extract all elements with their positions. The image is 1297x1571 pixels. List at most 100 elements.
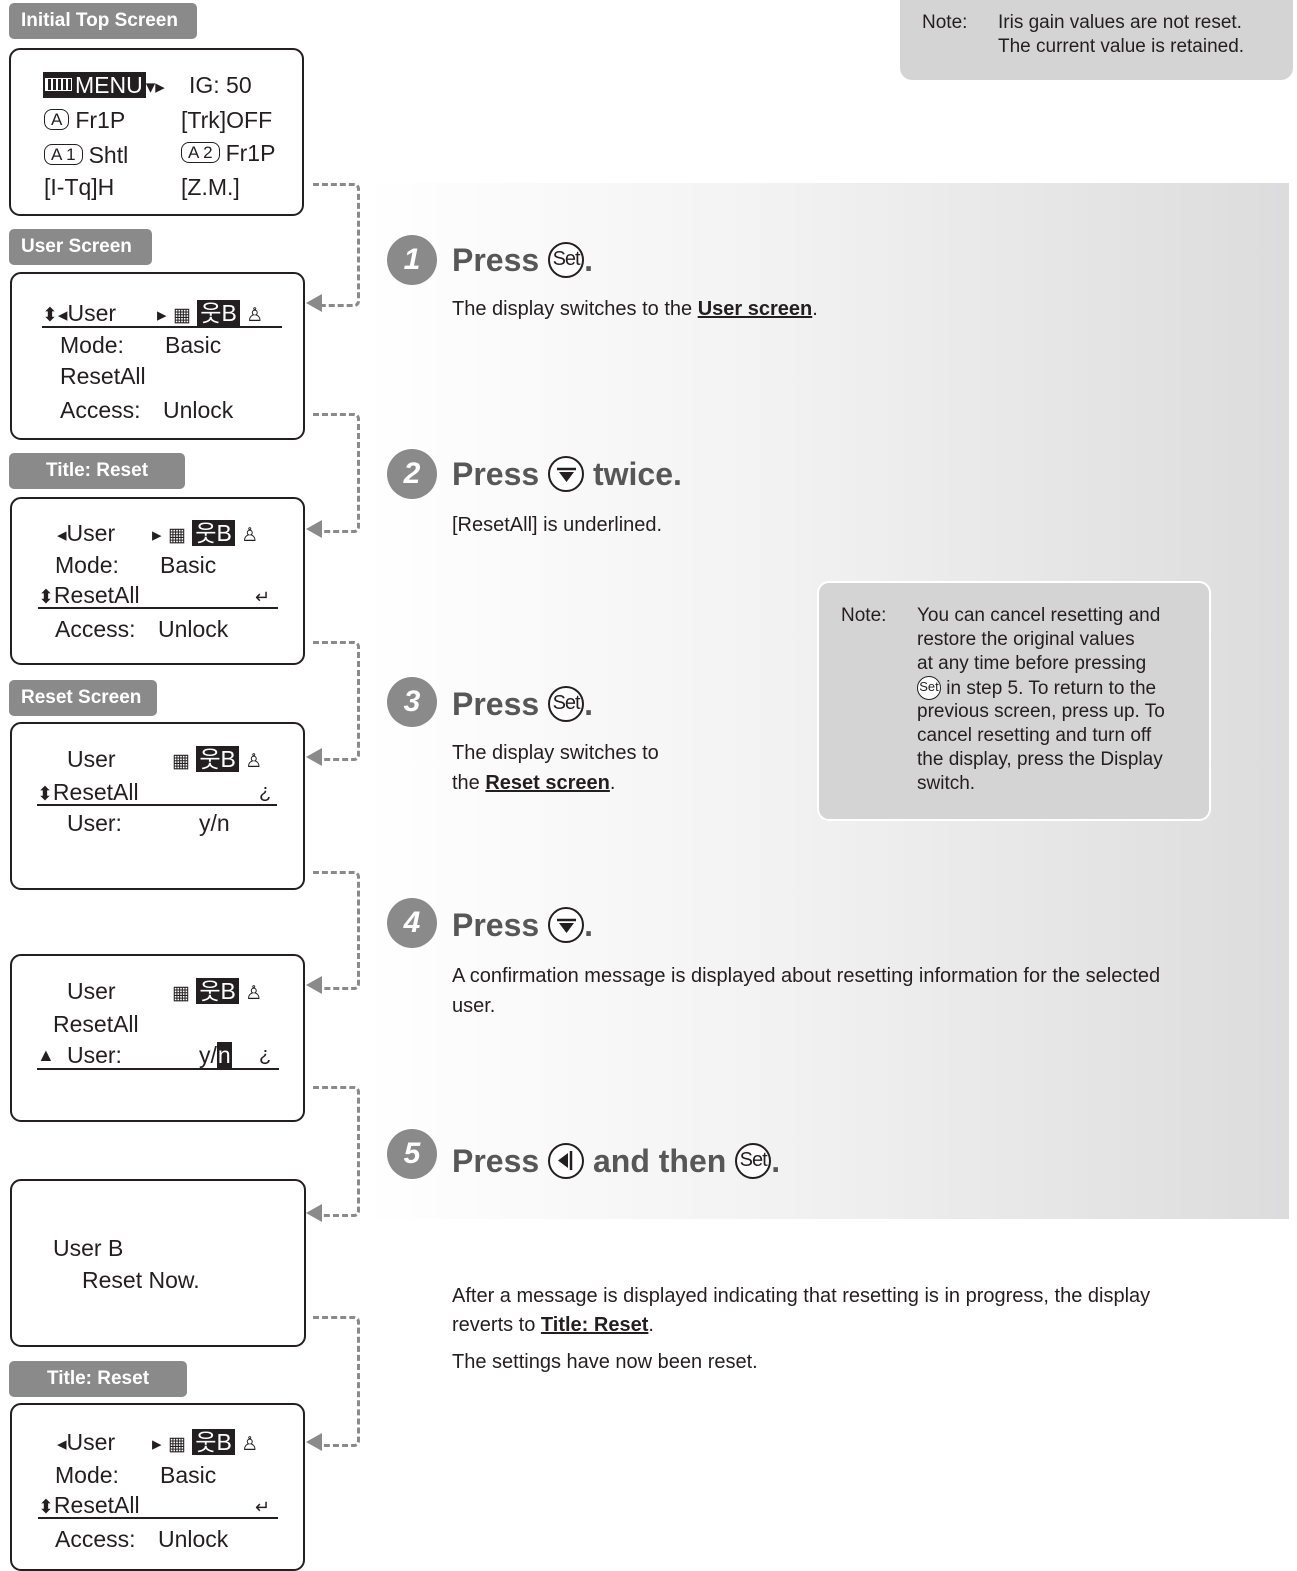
title-reset-link: Title: Reset bbox=[540, 1314, 649, 1336]
user-icon: ♙ bbox=[245, 983, 263, 1004]
after-description: After a message is displayed indicating … bbox=[452, 1285, 1151, 1307]
step-description-1: The display switches to the User screen. bbox=[452, 298, 818, 320]
message-line: User B bbox=[53, 1235, 124, 1261]
note-line: Set in step 5. To return to the bbox=[917, 676, 1156, 701]
user-icons: ▦ 웃B ♙ bbox=[172, 978, 262, 1007]
down-button-icon bbox=[548, 455, 585, 492]
mode-value: Basic bbox=[160, 552, 217, 578]
arrow-left-icon: ◂ bbox=[57, 525, 67, 546]
step-description-4: A confirmation message is displayed abou… bbox=[452, 965, 1161, 987]
arrow-right-icon: ▸ bbox=[152, 1434, 162, 1455]
underline bbox=[38, 607, 278, 609]
underline bbox=[37, 1068, 279, 1070]
user-icon: ♙ bbox=[246, 305, 264, 326]
note-iris-gain: Note: Iris gain values are not reset. Th… bbox=[900, 0, 1293, 80]
step-number-5: 5 bbox=[387, 1129, 437, 1179]
user-label: User: bbox=[67, 1042, 122, 1068]
step-number-4: 4 bbox=[387, 898, 437, 948]
tracking-value: [Trk]OFF bbox=[181, 107, 273, 133]
resetall-item: ResetAll bbox=[60, 363, 146, 389]
access-label: Access: bbox=[55, 1526, 136, 1552]
arrow-icon: ▾▸ bbox=[145, 77, 165, 98]
mode-value: Basic bbox=[165, 332, 222, 358]
underline bbox=[42, 326, 282, 328]
step-description-4b: user. bbox=[452, 995, 496, 1017]
screen-tag-initial-top: Initial Top Screen bbox=[9, 3, 197, 39]
set-button-icon: Set bbox=[917, 676, 941, 700]
arrow-right-icon: ▸ bbox=[157, 305, 167, 326]
step-title-4: Press . bbox=[452, 906, 593, 943]
resetall-item: ResetAll bbox=[53, 1011, 139, 1037]
user-icon: ♙ bbox=[241, 1434, 259, 1455]
note-label: Note: bbox=[841, 605, 887, 626]
note-line: switch. bbox=[917, 773, 976, 794]
user-icons: ▸ ▦ 웃B ♙ bbox=[152, 1429, 258, 1458]
resetall-item: ⬍ResetAll bbox=[38, 582, 140, 608]
yes-no-value: y/n bbox=[199, 1042, 232, 1068]
user-mode-icon: 웃B bbox=[192, 520, 235, 546]
note-line: The current value is retained. bbox=[998, 36, 1245, 57]
updown-icon: ⬍ bbox=[38, 587, 54, 608]
access-label: Access: bbox=[55, 616, 136, 642]
note-line: You can cancel resetting and bbox=[917, 605, 1161, 626]
up-arrow-icon: ▲ bbox=[37, 1045, 55, 1065]
user-mode-icon: 웃B bbox=[196, 746, 239, 772]
user-icons: ▸ ▦ 웃B ♙ bbox=[152, 520, 258, 549]
step-title-2: Press twice. bbox=[452, 455, 682, 492]
grid-icon bbox=[45, 78, 72, 92]
after-description-b: reverts to Title: Reset. bbox=[452, 1314, 654, 1336]
user-mode-icon: 웃B bbox=[192, 1429, 235, 1455]
note-line: the display, press the Display bbox=[917, 749, 1163, 770]
selected-no: n bbox=[216, 1042, 232, 1068]
step-title-1: Press Set. bbox=[452, 241, 593, 278]
question-icon: ¿ bbox=[259, 781, 272, 803]
mode-label: Mode: bbox=[60, 332, 124, 358]
user-icons: ▦ 웃B ♙ bbox=[172, 746, 262, 775]
reset-screen-link: Reset screen bbox=[485, 772, 610, 794]
arrow-left-icon: ◂ bbox=[57, 1434, 67, 1455]
lcd-user-screen: ⬍◂User ▸ ▦ 웃B ♙ Mode: Basic ResetAll Acc… bbox=[10, 272, 305, 440]
a-button-icon: A bbox=[44, 109, 70, 131]
return-icon: ↵ bbox=[255, 587, 271, 607]
screen-tag-title-reset: Title: Reset bbox=[9, 453, 185, 489]
user-icon: ♙ bbox=[245, 751, 263, 772]
iris-gain-value: IG: 50 bbox=[189, 72, 252, 98]
grid-icon: ▦ bbox=[172, 983, 190, 1004]
user-title: User bbox=[67, 978, 116, 1004]
note-line: cancel resetting and turn off bbox=[917, 725, 1152, 746]
mode-value: Basic bbox=[160, 1462, 217, 1488]
down-button-icon bbox=[548, 906, 585, 943]
grid-icon: ▦ bbox=[167, 1434, 186, 1455]
screen-tag-reset: Reset Screen bbox=[9, 680, 157, 716]
a2-button-icon: A 2 bbox=[181, 142, 220, 164]
user-mode-icon: 웃B bbox=[196, 978, 239, 1004]
grid-icon: ▦ bbox=[172, 305, 191, 326]
note-cancel-reset: Note: You can cancel resetting and resto… bbox=[817, 581, 1211, 821]
question-icon: ¿ bbox=[259, 1044, 272, 1066]
step-number-2: 2 bbox=[387, 449, 437, 499]
updown-icon: ⬍◂ bbox=[42, 305, 68, 326]
user-icon: ♙ bbox=[241, 525, 259, 546]
mode-label: Mode: bbox=[55, 552, 119, 578]
message-line: Reset Now. bbox=[82, 1267, 200, 1293]
arrow-right-icon: ▸ bbox=[152, 525, 162, 546]
resetall-item: ⬍ResetAll bbox=[38, 1492, 140, 1518]
note-line: Iris gain values are not reset. bbox=[998, 12, 1242, 33]
left-button-icon bbox=[548, 1142, 585, 1179]
updown-icon: ⬍ bbox=[37, 784, 53, 805]
user-title: ◂User bbox=[57, 520, 116, 546]
user-title: User bbox=[67, 746, 116, 772]
access-value: Unlock bbox=[158, 616, 229, 642]
lcd-title-reset-screen: ◂User ▸ ▦ 웃B ♙ Mode: Basic ⬍ResetAll ↵ A… bbox=[10, 497, 305, 665]
access-label: Access: bbox=[60, 397, 141, 423]
note-label: Note: bbox=[922, 12, 968, 33]
step-description-2: [ResetAll] is underlined. bbox=[452, 514, 663, 536]
grid-icon: ▦ bbox=[172, 751, 190, 772]
a1-button-icon: A 1 bbox=[44, 144, 83, 166]
step-title-5: Press and then Set. bbox=[452, 1142, 781, 1179]
lcd-reset-screen: User ▦ 웃B ♙ ⬍ResetAll ¿ User: y/n bbox=[10, 722, 305, 890]
iris-torque-value: [I-Tq]H bbox=[44, 174, 115, 200]
